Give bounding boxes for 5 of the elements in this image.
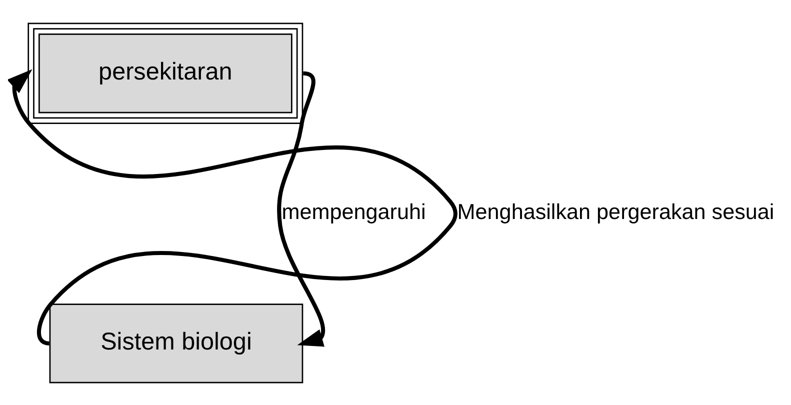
arrow	[277, 70, 325, 346]
node-box: Sistem biologi	[49, 303, 304, 383]
node-box: persekitaran	[28, 22, 304, 124]
edge-label: mempengaruhi	[282, 198, 426, 224]
edge-label: Menghasilkan pergerakan sesuai	[457, 198, 774, 224]
